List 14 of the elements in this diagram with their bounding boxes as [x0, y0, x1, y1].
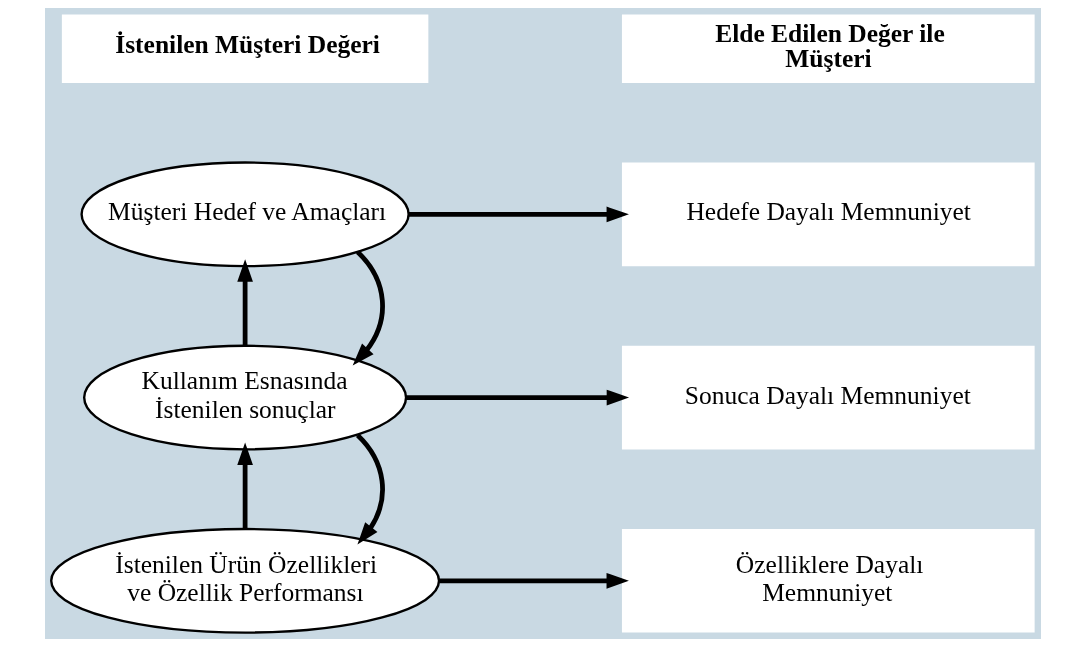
arrow — [408, 206, 629, 223]
arrow — [439, 573, 629, 589]
node-ellipse: Müşteri Hedef ve Amaçları — [80, 161, 410, 268]
node-box: Hedefe Dayalı Memnuniyet — [621, 162, 1035, 267]
node-box: İstenilen Müşteri Değeri — [61, 14, 429, 83]
node-box: Elde Edilen Değer ile Müşteri — [621, 14, 1035, 83]
node-box: Özelliklere Dayalı Memnuniyet — [621, 529, 1035, 633]
arrow — [237, 259, 253, 346]
node-ellipse: İstenilen Ürün Özellikleri ve Özellik Performansı — [50, 527, 441, 634]
arrow — [355, 433, 385, 545]
node-box: Sonuca Dayalı Memnuniyet — [621, 345, 1035, 450]
arrow — [406, 389, 630, 406]
arrow — [237, 442, 253, 529]
arrow — [352, 250, 385, 366]
